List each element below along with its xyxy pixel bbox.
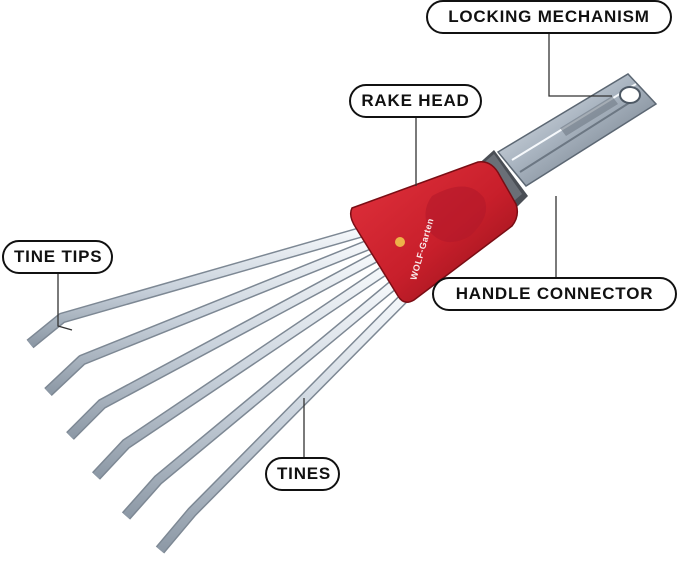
leader-lines <box>57 34 612 457</box>
label-rake-head: RAKE HEAD <box>349 84 482 118</box>
leader-tine-tips <box>57 274 73 331</box>
tines <box>26 226 408 554</box>
leader-locking <box>548 34 612 97</box>
locking-hole <box>619 86 641 104</box>
handle-shaft <box>496 73 658 187</box>
label-tine-tips: TINE TIPS <box>2 240 113 274</box>
label-handle-connector: HANDLE CONNECTOR <box>432 277 677 311</box>
rake-head-body <box>349 161 519 303</box>
label-tines: TINES <box>265 457 340 491</box>
label-locking-mechanism: LOCKING MECHANISM <box>426 0 672 34</box>
